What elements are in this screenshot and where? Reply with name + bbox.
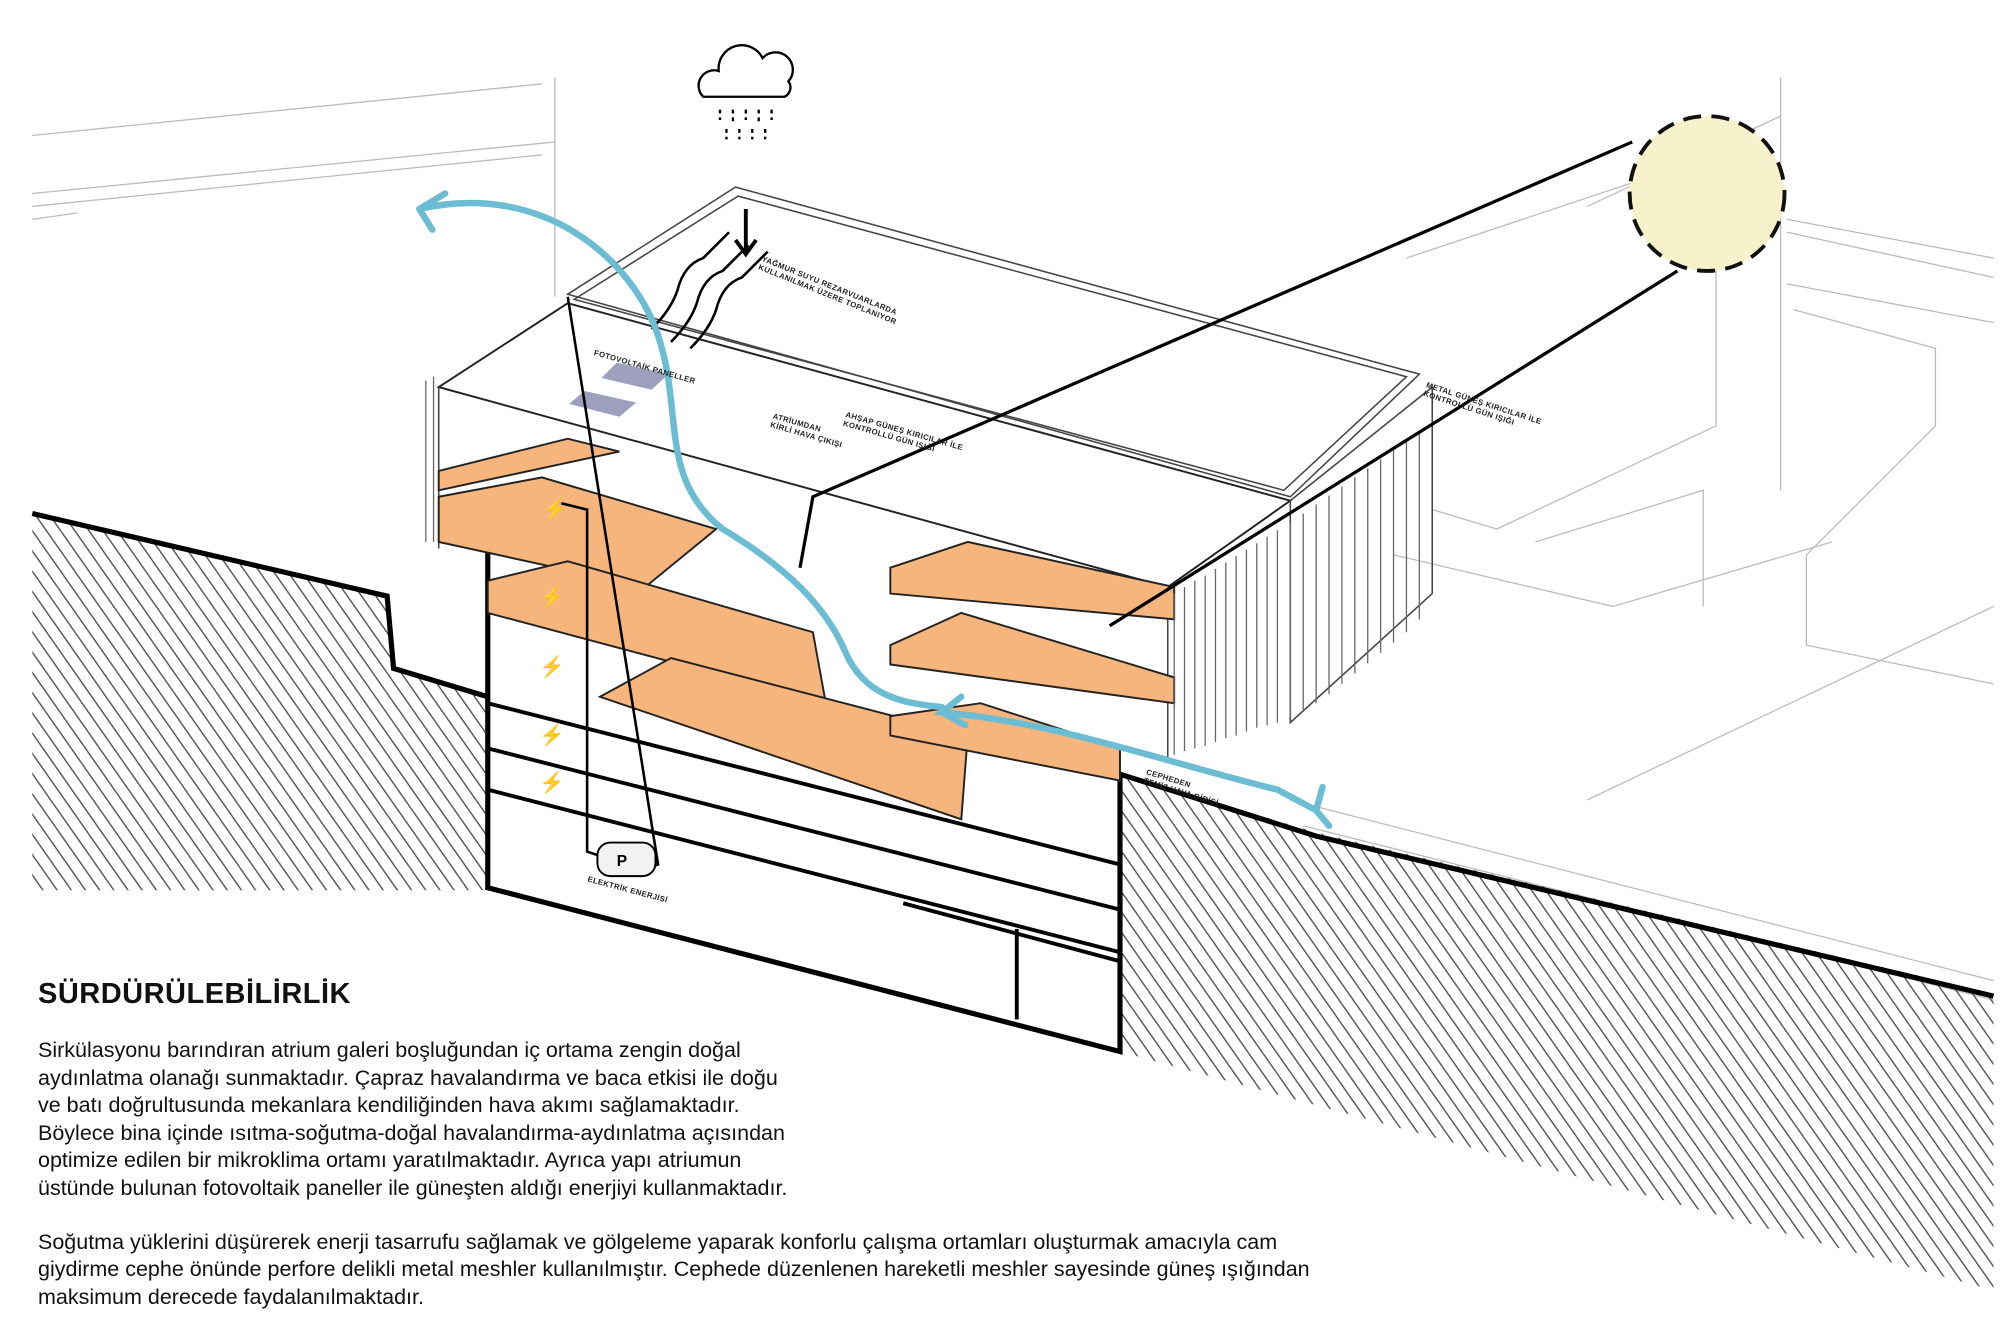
svg-text:KULLANILMAK ÜZERE TOPLANIYOR: KULLANILMAK ÜZERE TOPLANIYOR (757, 263, 898, 327)
sun-icon (1627, 114, 1787, 273)
airflow-arrows (416, 190, 1333, 830)
description-block: SÜRDÜRÜLEBİLİRLİK Sirkülasyonu barındıra… (38, 978, 1638, 1329)
svg-text:⚡: ⚡ (539, 655, 565, 680)
lightning-icons: ⚡ ⚡ ⚡ ⚡ ⚡ (539, 497, 567, 796)
label-metal-louvers: METAL GÜNEŞ KIRICILAR İLE KONTROLLÜ GÜN … (1422, 380, 1542, 427)
paragraph-line: ve batı doğrultusunda mekanlara kendiliğ… (38, 1093, 740, 1118)
section-title: SÜRDÜRÜLEBİLİRLİK (38, 978, 351, 1010)
svg-text:YAĞMUR SUYU REZARVUARLARDA: YAĞMUR SUYU REZARVUARLARDA (761, 254, 899, 317)
label-exhaust: ATRİUMDAN KİRLİ HAVA ÇIKIŞI (769, 412, 843, 450)
sun-rays (798, 140, 1679, 628)
paragraph-2: Soğutma yüklerini düşürerek enerji tasar… (38, 1229, 1638, 1312)
svg-text:⚡: ⚡ (539, 585, 565, 610)
paragraph-line: giydirme cephe önünde perfore delikli me… (38, 1257, 1310, 1282)
pv-panels (569, 362, 669, 417)
paragraph-line: Soğutma yüklerini düşürerek enerji tasar… (38, 1229, 1278, 1254)
rainwater-arrows (650, 209, 769, 350)
paragraph-line: aydınlatma olanağı sunmaktadır. Çapraz h… (38, 1065, 778, 1090)
basement-section (485, 541, 1123, 1055)
svg-text:⚡: ⚡ (542, 497, 568, 522)
louvers (425, 376, 1420, 755)
ground-hatch-left (32, 513, 488, 891)
floor-slabs (437, 437, 1176, 821)
pump-battery-icon: P (596, 841, 657, 878)
svg-text:⚡: ⚡ (539, 771, 565, 796)
svg-text:⚡: ⚡ (539, 723, 565, 748)
basement-slabs (487, 701, 1121, 1020)
paragraph-line: maksimum derecede faydalanılmaktadır. (38, 1284, 424, 1309)
ground-line (31, 511, 1995, 999)
ground-hatch-right (1119, 774, 1994, 1291)
paragraph-line: optimize edilen bir mikroklima ortamı ya… (38, 1148, 742, 1173)
paragraph-1: Sirkülasyonu barındıran atrium galeri bo… (38, 1037, 1638, 1203)
rain-cloud-icon (697, 44, 794, 140)
paragraph-line: üstünde bulunan fotovoltaik paneller ile… (38, 1175, 788, 1200)
label-rain: YAĞMUR SUYU REZARVUARLARDA KULLANILMAK Ü… (757, 254, 899, 327)
roof (436, 186, 1434, 762)
paragraph-line: Böylece bina içinde ısıtma-soğutma-doğal… (38, 1120, 785, 1145)
paragraph-line: Sirkülasyonu barındıran atrium galeri bo… (38, 1038, 741, 1062)
pump-label: P (617, 853, 627, 870)
label-wood-louvers: AHŞAP GÜNEŞ KIRICILAR İLE KONTROLLÜ GÜN … (842, 410, 964, 454)
